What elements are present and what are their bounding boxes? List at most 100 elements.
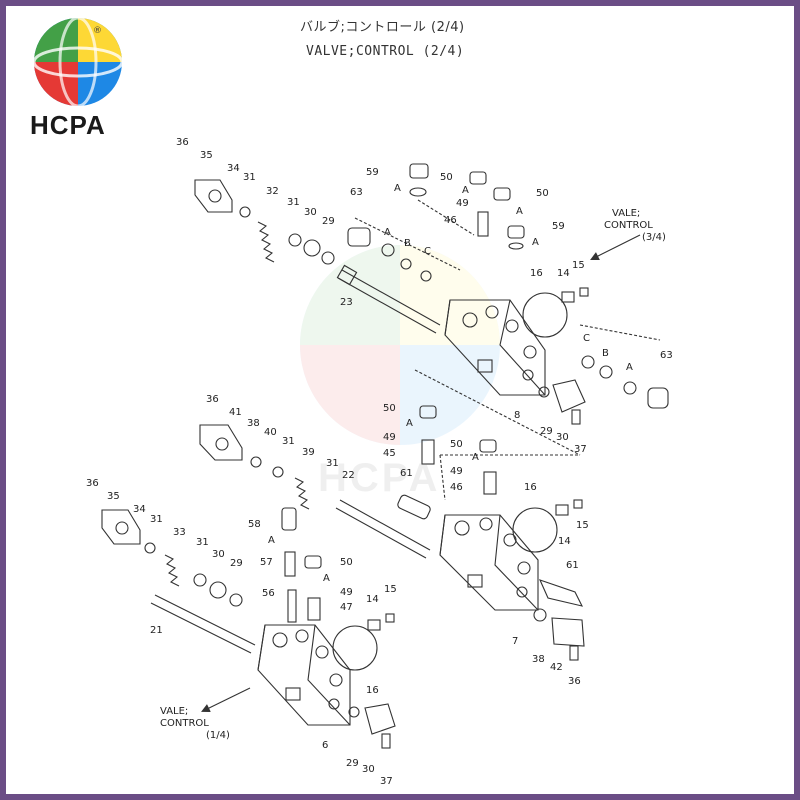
note-to-control-1-4: VALE; CONTROL (1/4) [160, 706, 230, 742]
part-callout: 59 [552, 221, 565, 232]
note-line: CONTROL [604, 220, 653, 231]
part-callout: 61 [566, 560, 579, 571]
note-line: VALE; [160, 706, 189, 717]
part-callout: 59 [366, 167, 379, 178]
part-callout: 41 [229, 407, 242, 418]
part-callout: 38 [532, 654, 545, 665]
watermark-globe-icon [300, 245, 500, 445]
part-callout: 46 [450, 482, 463, 493]
part-callout: 49 [383, 432, 396, 443]
part-callout: 14 [558, 536, 571, 547]
part-callout: 34 [133, 504, 146, 515]
brand-logo-text: HCPA [30, 110, 106, 140]
brand-globe-icon [32, 16, 124, 108]
part-callout: 29 [540, 426, 553, 437]
part-callout: 30 [556, 432, 569, 443]
part-callout: 36 [86, 478, 99, 489]
part-callout: 39 [302, 447, 315, 458]
part-callout: 8 [514, 410, 521, 421]
part-callout: 40 [264, 427, 277, 438]
part-callout: 33 [173, 527, 186, 538]
diagram-title-english: VALVE;CONTROL (2/4) [306, 44, 465, 59]
part-callout: 31 [326, 458, 339, 469]
part-callout: C [424, 246, 431, 257]
frame-border-right [794, 0, 800, 800]
note-line: (3/4) [642, 232, 666, 243]
part-callout: A [626, 362, 633, 373]
part-callout: 6 [322, 740, 329, 751]
part-callout: 29 [230, 558, 243, 569]
part-callout: 15 [572, 260, 585, 271]
part-callout: 30 [212, 549, 225, 560]
part-callout: 16 [366, 685, 379, 696]
part-callout: 34 [227, 163, 240, 174]
part-callout: 7 [512, 636, 519, 647]
part-callout: 31 [150, 514, 163, 525]
part-callout: 31 [243, 172, 256, 183]
part-callout: A [406, 418, 413, 429]
part-callout: A [268, 535, 275, 546]
part-callout: 23 [340, 297, 353, 308]
part-callout: 36 [206, 394, 219, 405]
part-callout: 61 [400, 468, 413, 479]
part-callout: 42 [550, 662, 563, 673]
part-callout: 50 [383, 403, 396, 414]
part-callout: 46 [444, 215, 457, 226]
part-callout: A [532, 237, 539, 248]
part-callout: 38 [247, 418, 260, 429]
part-callout: 50 [440, 172, 453, 183]
part-callout: A [394, 183, 401, 194]
part-callout: 45 [383, 448, 396, 459]
part-callout: 14 [557, 268, 570, 279]
part-callout: A [462, 185, 469, 196]
part-callout: 16 [530, 268, 543, 279]
part-callout: 63 [660, 350, 673, 361]
part-callout: 47 [340, 602, 353, 613]
part-callout: 37 [574, 444, 587, 455]
part-callout: 49 [456, 198, 469, 209]
note-to-control-3-4: VALE; CONTROL (3/4) [604, 208, 666, 244]
part-callout: 14 [366, 594, 379, 605]
frame-border-left [0, 0, 6, 800]
frame-border-top [0, 0, 800, 6]
part-callout: 35 [200, 150, 213, 161]
part-callout: B [602, 348, 609, 359]
watermark-text: HCPA [318, 456, 441, 500]
part-callout: 22 [342, 470, 355, 481]
part-callout: 49 [340, 587, 353, 598]
frame-border-bottom [0, 794, 800, 800]
diagram-title-japanese: バルブ;コントロール (2/4) [300, 20, 465, 35]
part-callout: 50 [450, 439, 463, 450]
part-callout: A [323, 573, 330, 584]
part-callout: 36 [176, 137, 189, 148]
part-callout: 56 [262, 588, 275, 599]
part-callout: 31 [282, 436, 295, 447]
part-callout: 32 [266, 186, 279, 197]
part-callout: A [516, 206, 523, 217]
part-callout: 30 [362, 764, 375, 775]
part-callout: 16 [524, 482, 537, 493]
part-callout: 29 [322, 216, 335, 227]
part-callout: 15 [576, 520, 589, 531]
note-line: VALE; [612, 208, 641, 219]
part-callout: A [472, 452, 479, 463]
note-line: CONTROL [160, 718, 209, 729]
part-callout: 63 [350, 187, 363, 198]
part-callout: 58 [248, 519, 261, 530]
diagram-lines [101, 163, 669, 749]
part-callout: 15 [384, 584, 397, 595]
part-callout: 21 [150, 625, 163, 636]
part-callout: C [583, 333, 590, 344]
logo-trademark: ® [93, 26, 102, 36]
part-callout: 31 [287, 197, 300, 208]
part-callout: 35 [107, 491, 120, 502]
part-callout: 36 [568, 676, 581, 687]
part-callout: 50 [340, 557, 353, 568]
part-callout: 29 [346, 758, 359, 769]
part-callout: 30 [304, 207, 317, 218]
part-callout: 57 [260, 557, 273, 568]
part-callout: 37 [380, 776, 393, 787]
part-callout: 49 [450, 466, 463, 477]
